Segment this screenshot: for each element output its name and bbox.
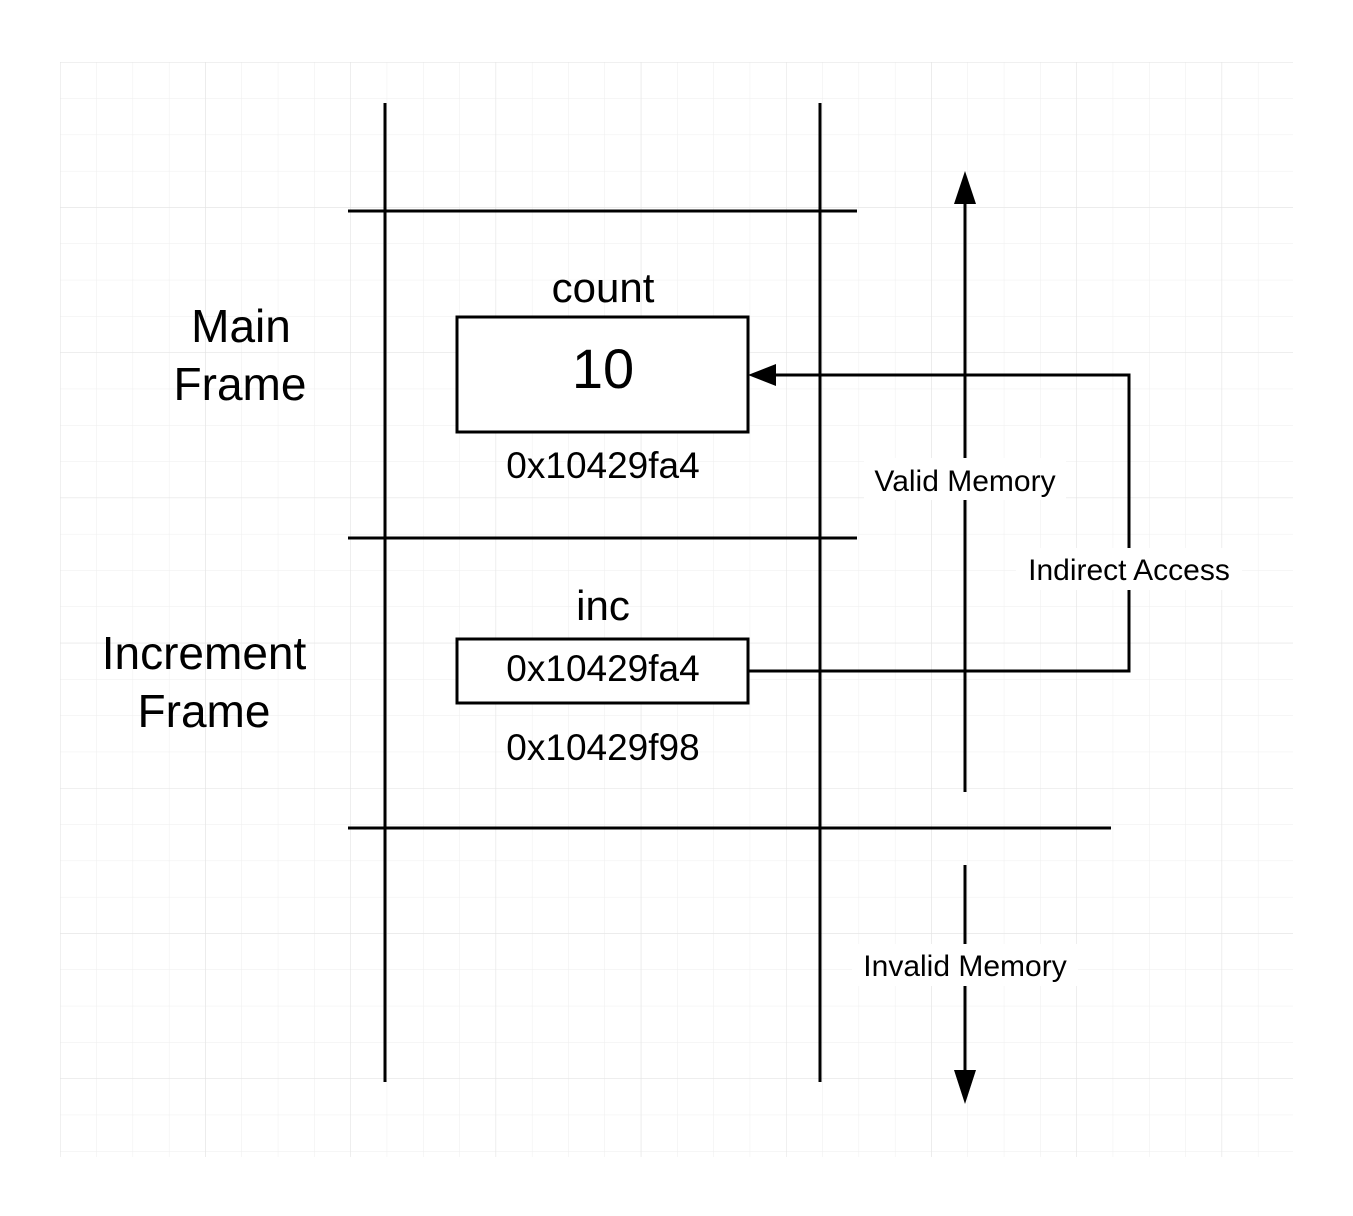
- indirect-access-label-bg: [1016, 548, 1242, 590]
- valid-memory-label: Valid Memory: [874, 465, 1055, 498]
- increment-frame-label-line1: Increment: [102, 627, 307, 679]
- invalid-memory-label: Invalid Memory: [863, 950, 1066, 983]
- pointer-arrowhead: [748, 364, 776, 386]
- inc-address: 0x10429f98: [506, 727, 699, 768]
- count-variable-name: count: [552, 264, 655, 311]
- inc-memory-cell: [455, 637, 750, 705]
- indirect-access-pointer-line: [748, 373, 1131, 673]
- inc-value: 0x10429fa4: [506, 648, 699, 689]
- grid-background-major: [60, 62, 1293, 1157]
- indirect-access-label: Indirect Access: [1028, 554, 1230, 587]
- invalid-memory-label-bg: [852, 944, 1078, 986]
- count-value: 10: [572, 337, 634, 400]
- main-frame-label-line2: Frame: [174, 358, 307, 410]
- valid-memory-arrowhead: [954, 171, 976, 204]
- valid-memory-label-bg: [864, 458, 1066, 500]
- count-address: 0x10429fa4: [506, 445, 699, 486]
- main-frame-label-line1: Main: [191, 300, 291, 352]
- invalid-memory-arrowhead: [954, 1070, 976, 1104]
- inc-variable-name: inc: [576, 582, 630, 629]
- increment-frame-label-line2: Frame: [138, 685, 271, 737]
- count-memory-cell: [455, 315, 750, 434]
